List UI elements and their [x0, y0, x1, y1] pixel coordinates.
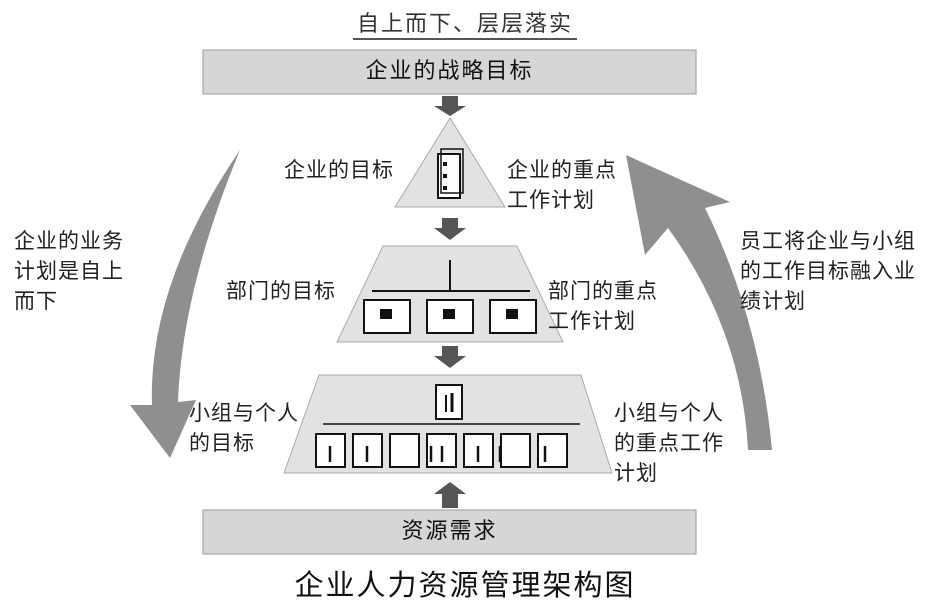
right-arrow-label: 员工将企业与小组的工作目标融入业绩计划 — [740, 229, 916, 313]
level-3-right-label: 小组与个人的重点工作计划 — [614, 401, 724, 485]
strategic-goal-bar — [202, 49, 697, 95]
resource-demand-label: 资源需求 — [401, 519, 498, 544]
left-arrow-label: 企业的业务计划是自上而下 — [14, 229, 124, 313]
down-arrow-icon — [434, 218, 466, 240]
up-arrow-icon — [434, 482, 466, 508]
level-3-left-label: 小组与个人的目标 — [189, 401, 299, 455]
strategic-goal-label: 企业的战略目标 — [365, 59, 534, 84]
level-1-left-label: 企业的目标 — [284, 158, 394, 182]
right-curved-arrow-icon — [626, 155, 772, 450]
level-2-left-label: 部门的目标 — [226, 279, 336, 303]
team-org-icon — [315, 384, 580, 468]
top-caption: 自上而下、层层落实 — [0, 6, 930, 40]
resource-demand-bar — [202, 509, 697, 555]
level-2-right-label: 部门的重点工作计划 — [548, 279, 658, 333]
diagram-caption: 企业人力资源管理架构图 — [294, 568, 636, 602]
level-1-right-label: 企业的重点工作计划 — [507, 158, 617, 212]
down-arrow-icon — [434, 96, 466, 116]
left-curved-arrow-icon — [130, 150, 240, 458]
document-icon — [437, 148, 464, 199]
down-arrow-icon — [434, 346, 466, 368]
top-caption-text: 自上而下、层层落实 — [352, 12, 577, 40]
department-org-icon — [363, 260, 537, 334]
